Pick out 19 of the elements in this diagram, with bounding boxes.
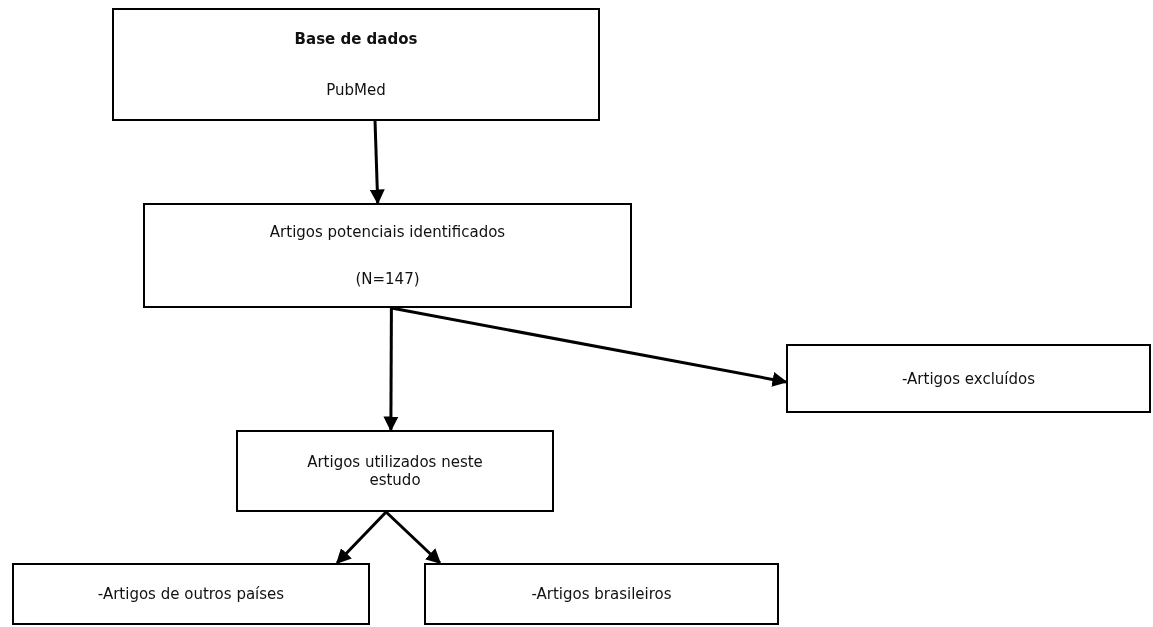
arrow xyxy=(391,306,788,387)
box-text: -Artigos excluídos xyxy=(902,369,1035,388)
box-heading: Artigos potenciais identificados xyxy=(269,223,506,242)
process-box xyxy=(112,8,600,121)
process-box xyxy=(143,203,632,308)
box-text: PubMed xyxy=(326,80,386,99)
box-text: (N=147) xyxy=(355,269,420,288)
box-text: -Artigos de outros países xyxy=(97,585,285,603)
arrow xyxy=(383,308,399,432)
process-box xyxy=(236,430,554,512)
process-box xyxy=(12,563,370,625)
process-box xyxy=(786,344,1151,413)
arrow xyxy=(385,510,442,565)
box-heading: Base de dados xyxy=(294,30,418,49)
box-text: Artigos utilizados neste estudo xyxy=(306,453,484,489)
box-text: -Artigos brasileiros xyxy=(531,585,672,603)
arrow xyxy=(336,510,388,565)
process-box xyxy=(424,563,779,625)
arrow xyxy=(369,120,385,205)
